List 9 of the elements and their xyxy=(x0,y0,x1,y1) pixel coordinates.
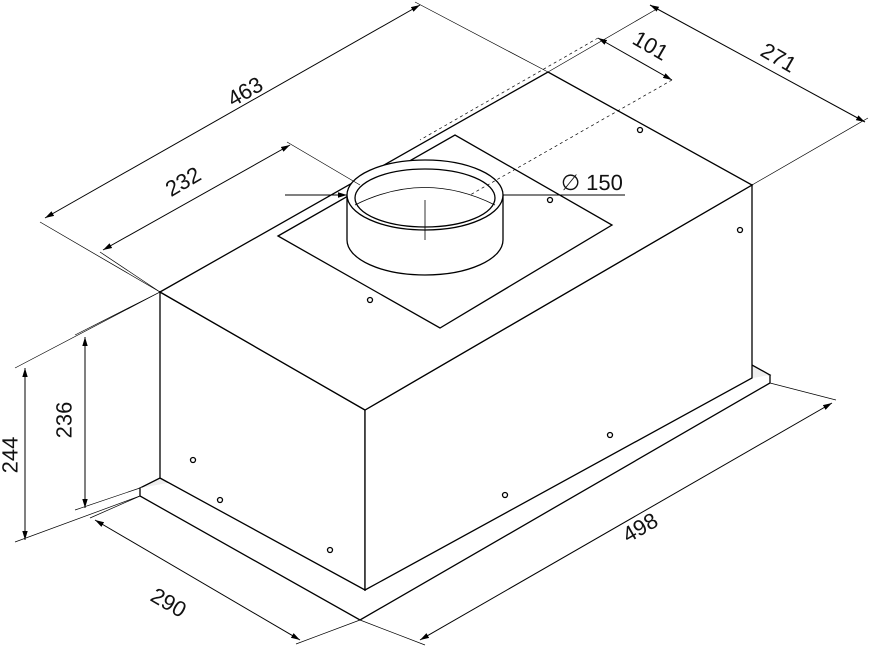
dimension-label: 232 xyxy=(160,162,205,202)
dimension-label: 290 xyxy=(146,583,190,623)
dimension-label: ∅ 150 xyxy=(561,171,623,195)
dimension-label: 498 xyxy=(618,508,662,548)
dimension-label: 271 xyxy=(756,38,800,78)
dimension-label: 236 xyxy=(52,402,76,438)
dimension-label: 463 xyxy=(222,72,267,112)
dimension-label: 101 xyxy=(628,26,672,66)
dimension-label: 244 xyxy=(0,436,22,474)
